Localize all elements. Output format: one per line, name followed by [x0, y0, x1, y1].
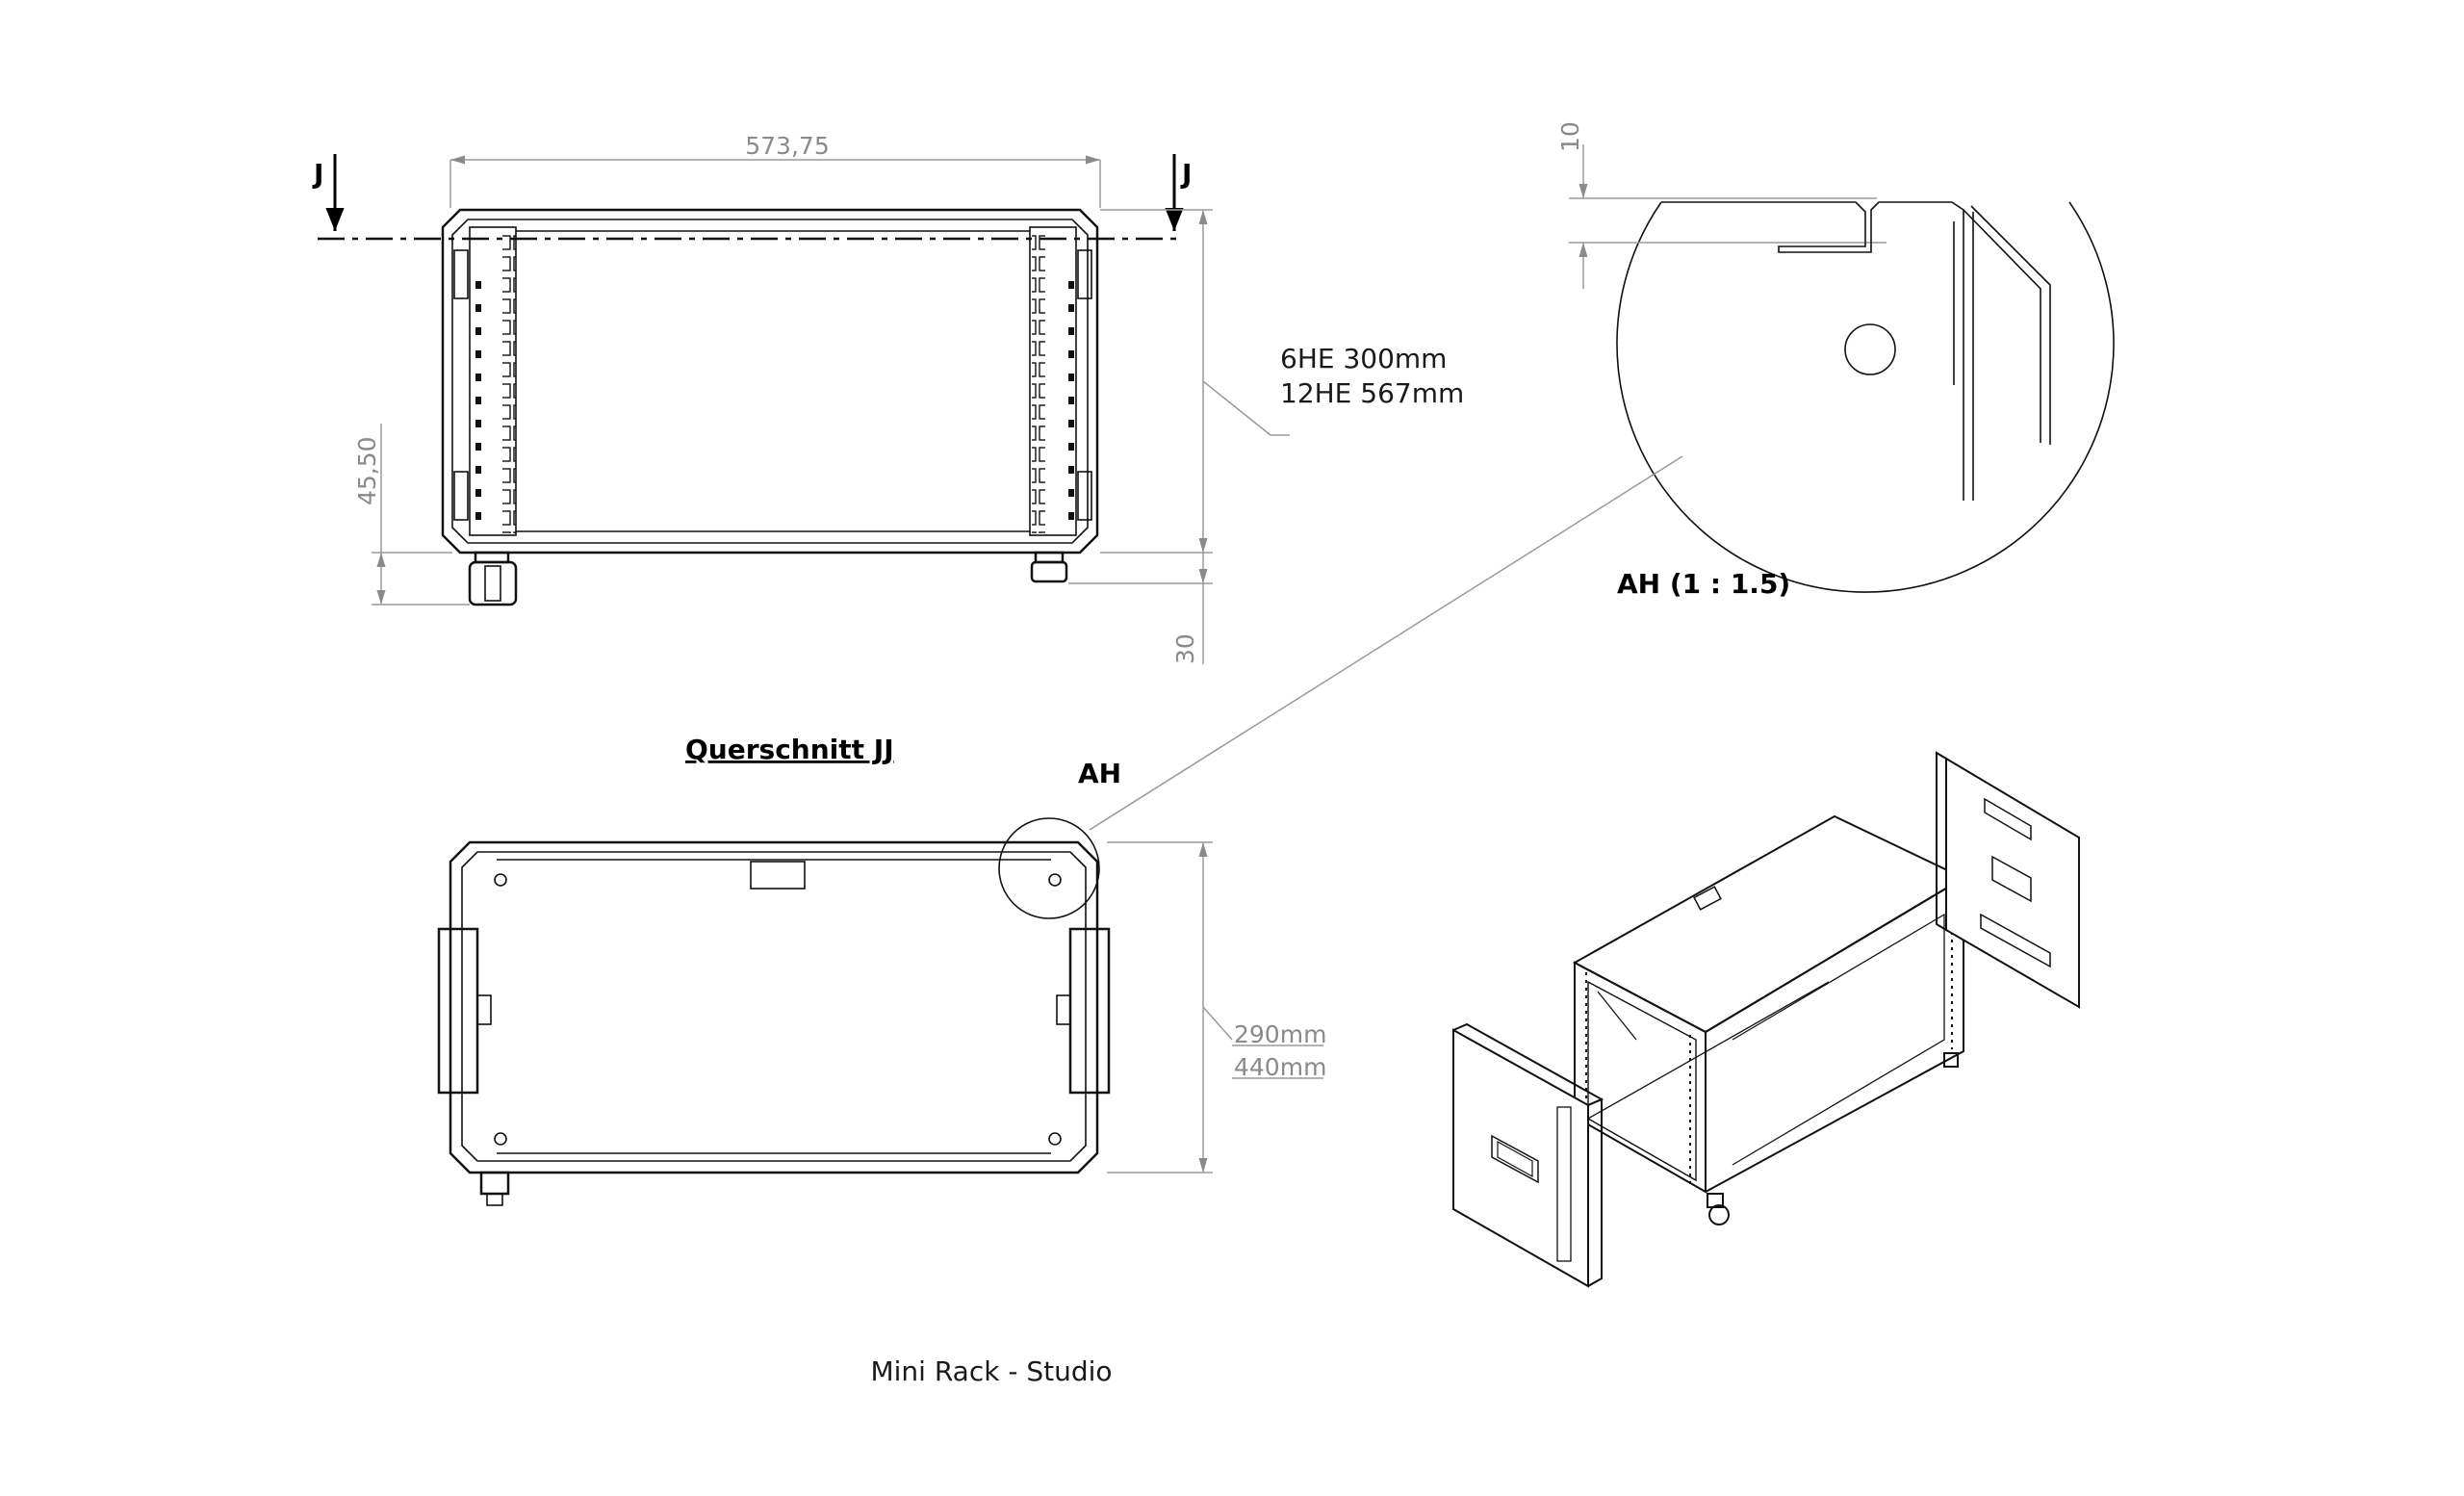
section-marker-left: J: [312, 158, 323, 190]
width-dimension: 573,75: [745, 132, 829, 160]
depth-note-440: 440mm: [1234, 1053, 1326, 1081]
isometric-view: [1452, 751, 2080, 1288]
detail-top-dimension: 10: [1556, 121, 1584, 152]
section-title: Querschnitt JJ: [685, 734, 894, 765]
foot-dimension: 30: [1171, 633, 1199, 664]
section-view-jj: Querschnitt JJ AH 290mm 440mm: [437, 734, 1326, 1206]
detail-title: AH (1 : 1.5): [1617, 568, 1790, 600]
height-note-6he: 6HE 300mm: [1280, 343, 1447, 374]
depth-note-290: 290mm: [1234, 1020, 1326, 1048]
drawing-caption: Mini Rack - Studio: [870, 1355, 1112, 1387]
section-marker-right: J: [1180, 158, 1192, 190]
detail-marker: AH: [1078, 758, 1121, 789]
height-note-12he: 12HE 567mm: [1280, 377, 1464, 409]
front-view: 573,75 J J: [312, 132, 1464, 664]
side-dimension: 45,50: [353, 436, 381, 505]
detail-view-ah: 10 AH (1 : 1.5): [1089, 121, 2115, 831]
